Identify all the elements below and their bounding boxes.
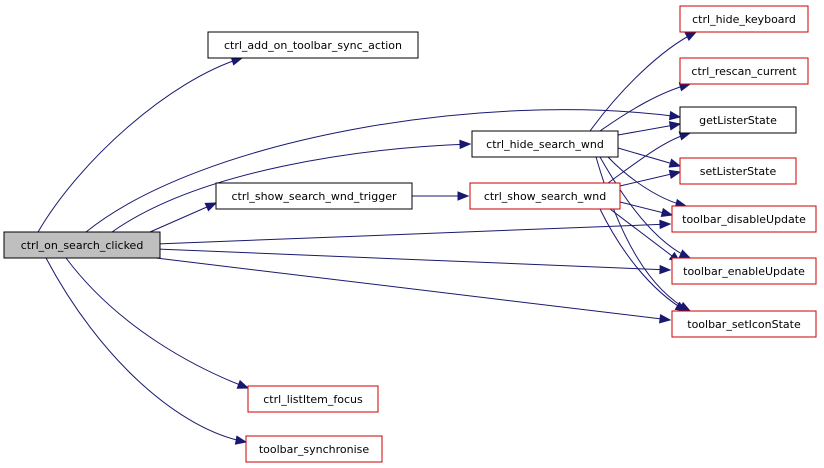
node-show-search[interactable]: ctrl_show_search_wnd	[469, 182, 621, 210]
node-show-trigger[interactable]: ctrl_show_search_wnd_trigger	[215, 182, 413, 210]
node-label: setListerState	[700, 165, 777, 178]
node-label: ctrl_on_search_clicked	[21, 239, 144, 252]
node-box	[679, 106, 797, 134]
arrowhead-icon	[659, 219, 672, 230]
arrowhead-icon	[674, 301, 688, 312]
node-getlister[interactable]: getListerState	[679, 106, 797, 134]
edge-layer	[37, 31, 698, 445]
node-setlister[interactable]: setListerState	[679, 157, 797, 185]
edge-line	[599, 156, 691, 259]
node-root[interactable]: ctrl_on_search_clicked	[3, 231, 161, 259]
node-box	[671, 310, 817, 338]
node-box	[679, 5, 809, 33]
edge-line	[155, 248, 671, 271]
node-rescan[interactable]: ctrl_rescan_current	[679, 57, 809, 85]
arrowhead-icon	[659, 264, 672, 275]
node-hide-search[interactable]: ctrl_hide_search_wnd	[471, 130, 619, 158]
edge-line	[45, 257, 247, 443]
edge-line	[609, 208, 681, 263]
node-label: ctrl_show_search_wnd	[484, 190, 606, 203]
node-box	[671, 257, 817, 285]
edge-line	[37, 57, 243, 233]
node-box	[679, 157, 797, 185]
edge-line	[111, 143, 471, 233]
node-label: toolbar_disableUpdate	[682, 213, 806, 226]
arrowhead-icon	[457, 191, 470, 201]
edge-root-to-getlister	[85, 109, 682, 233]
node-hide-kbd[interactable]: ctrl_hide_keyboard	[679, 5, 809, 33]
edge-show_trigger-to-show_search	[412, 191, 470, 201]
edge-root-to-tbsync	[45, 257, 248, 445]
edge-line	[149, 202, 217, 233]
node-box	[3, 231, 161, 259]
node-disupd[interactable]: toolbar_disableUpdate	[671, 205, 817, 233]
node-label: toolbar_enableUpdate	[683, 265, 805, 278]
arrowhead-icon	[668, 169, 682, 180]
edge-hide_search-to-setlister	[617, 147, 682, 168]
node-label: toolbar_synchronise	[259, 443, 370, 456]
arrowhead-icon	[236, 379, 250, 389]
edge-line	[65, 257, 249, 389]
node-label: ctrl_listItem_focus	[263, 393, 363, 406]
arrowhead-icon	[684, 31, 698, 41]
node-box	[215, 182, 413, 210]
node-box	[671, 205, 817, 233]
edge-root-to-seticon	[155, 257, 672, 324]
node-box	[471, 130, 619, 158]
edge-root-to-disupd	[155, 219, 672, 245]
arrowhead-icon	[668, 110, 682, 121]
arrowhead-icon	[204, 202, 218, 212]
node-label: ctrl_rescan_current	[691, 65, 797, 78]
edge-root-to-enupd	[155, 248, 672, 275]
node-label: ctrl_hide_keyboard	[692, 13, 796, 26]
arrowhead-icon	[659, 314, 672, 324]
node-add-sync[interactable]: ctrl_add_on_toolbar_sync_action	[207, 31, 419, 59]
node-box	[207, 31, 419, 59]
node-label: ctrl_show_search_wnd_trigger	[231, 190, 396, 203]
edge-root-to-hide_search	[111, 139, 472, 233]
edge-line	[85, 109, 681, 233]
arrowhead-icon	[668, 158, 682, 168]
node-box	[469, 182, 621, 210]
node-seticon[interactable]: toolbar_setIconState	[671, 310, 817, 338]
arrowhead-icon	[668, 121, 682, 131]
edge-show_search-to-setlister	[619, 169, 682, 187]
node-label: ctrl_hide_search_wnd	[486, 138, 604, 151]
arrowhead-icon	[678, 249, 692, 259]
node-label: getListerState	[699, 114, 777, 127]
edge-root-to-show_trigger	[149, 202, 218, 233]
node-tbsync[interactable]: toolbar_synchronise	[245, 435, 383, 463]
edge-line	[599, 208, 687, 312]
edge-line	[589, 31, 697, 132]
edge-hide_search-to-getlister	[617, 121, 682, 136]
edge-line	[617, 147, 681, 167]
edge-show_search-to-seticon	[599, 208, 688, 312]
node-box	[247, 385, 379, 413]
edge-show_search-to-disupd	[619, 201, 674, 218]
node-label: ctrl_add_on_toolbar_sync_action	[224, 39, 402, 52]
edge-line	[607, 132, 691, 184]
node-box	[679, 57, 809, 85]
node-label: toolbar_setIconState	[687, 318, 801, 331]
node-listfocus[interactable]: ctrl_listItem_focus	[247, 385, 379, 413]
edge-line	[155, 223, 671, 245]
node-box	[245, 435, 383, 463]
arrowhead-icon	[660, 207, 674, 218]
arrowhead-icon	[459, 139, 472, 150]
edge-show_search-to-enupd	[609, 208, 682, 263]
node-enupd[interactable]: toolbar_enableUpdate	[671, 257, 817, 285]
edge-line	[155, 257, 671, 321]
node-layer: ctrl_on_search_clicked ctrl_add_on_toolba…	[3, 5, 817, 463]
arrowhead-icon	[234, 435, 248, 445]
edge-root-to-listfocus	[65, 257, 250, 389]
